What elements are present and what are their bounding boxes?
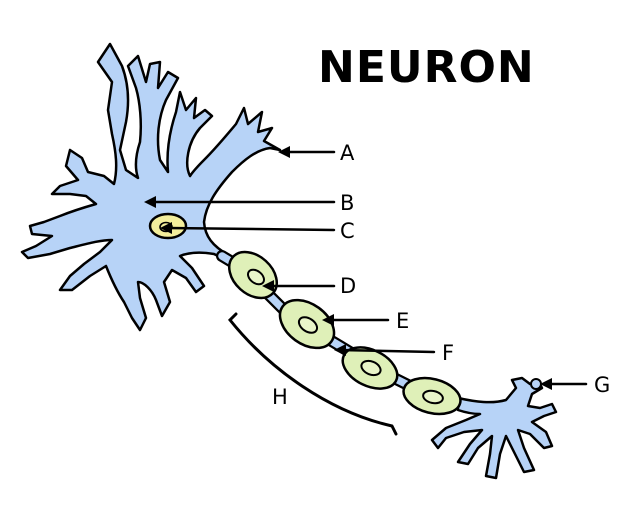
pointer-a [278,146,336,158]
label-f: F [442,341,454,365]
label-e: E [396,309,409,333]
pointer-f [334,344,436,356]
pointer-c [160,222,336,234]
myelin-sheath-4 [402,376,462,416]
pointer-d [262,280,336,292]
label-b: B [340,191,354,215]
cell-body [20,42,282,332]
myelin-sheath-2 [278,298,336,350]
pointer-g [540,378,588,390]
pointer-e [322,314,390,326]
label-d: D [340,274,356,298]
label-a: A [340,141,355,165]
myelin-sheath-3 [341,346,399,390]
axon-length-bracket [227,312,398,436]
label-g: G [594,373,610,397]
page-title: NEURON [318,42,535,93]
label-h: H [272,385,288,409]
label-c: C [340,219,355,243]
axon-terminal [430,376,558,480]
pointer-b [144,196,336,208]
